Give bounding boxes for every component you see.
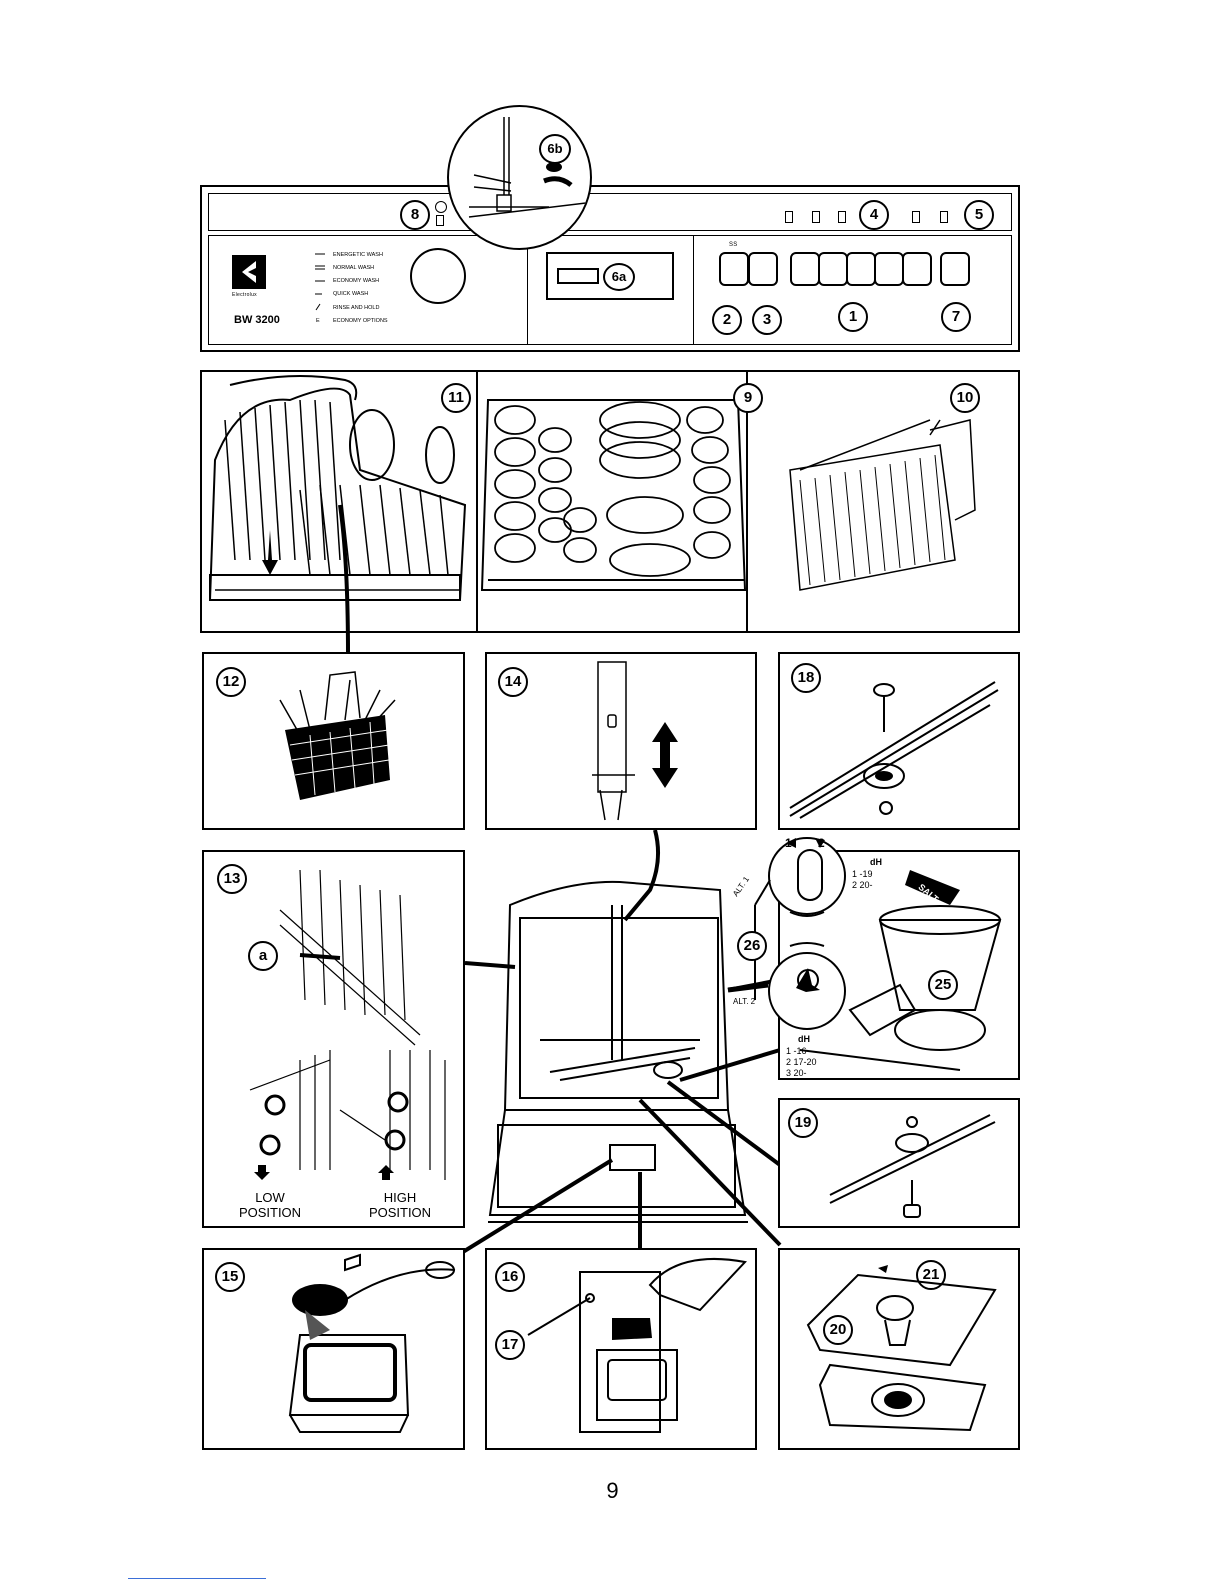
callout-13: 13 <box>217 864 247 894</box>
callout-7: 7 <box>941 302 971 332</box>
electrolux-logo <box>232 255 266 289</box>
callout-1: 1 <box>838 302 868 332</box>
program-item: QUICK WASH <box>333 291 368 297</box>
program-button-rinse-hold[interactable] <box>902 252 932 286</box>
high-position-label: HIGH POSITION <box>362 1190 438 1220</box>
callout-20: 20 <box>823 1315 853 1345</box>
program-item: ECONOMY OPTIONS <box>333 318 388 324</box>
model-name: BW 3200 <box>234 314 280 326</box>
program-item: NORMAL WASH <box>333 265 374 271</box>
callout-10: 10 <box>950 383 980 413</box>
low-position-label: LOW POSITION <box>232 1190 308 1220</box>
button-mark: SS <box>729 242 738 248</box>
footer-rule <box>128 1578 266 1579</box>
program-selector-dial[interactable] <box>410 248 466 304</box>
panel-divider <box>476 372 478 631</box>
dh-row: 2 20- <box>852 880 873 890</box>
door-latch-drawing <box>449 107 592 250</box>
dh-row: 1 -16 <box>786 1046 807 1056</box>
callout-17: 17 <box>495 1330 525 1360</box>
callout-6a: 6a <box>603 263 635 291</box>
indicator-lamp <box>940 211 948 223</box>
callout-14: 14 <box>498 667 528 697</box>
softener-dial-alt1 <box>768 837 846 915</box>
rinse-option-button[interactable] <box>748 252 778 286</box>
dial-mark: 2 <box>818 836 825 850</box>
callout-18: 18 <box>791 663 821 693</box>
alt2-label: ALT. 2 <box>733 997 755 1006</box>
dh-title-alt2: dH <box>798 1034 810 1044</box>
callout-3: 3 <box>752 305 782 335</box>
alt1-label: ALT. 1 <box>731 875 751 898</box>
dh-row: 1 -19 <box>852 869 873 879</box>
dial-mark: 1 <box>785 836 792 850</box>
dh-row: 2 17-20 <box>786 1057 817 1067</box>
program-item: ECONOMY WASH <box>333 278 379 284</box>
callout-26: 26 <box>737 931 767 961</box>
callout-4: 4 <box>859 200 889 230</box>
callout-19: 19 <box>788 1108 818 1138</box>
callout-21: 21 <box>916 1260 946 1290</box>
program-prefix: E <box>316 318 320 324</box>
dh-title-alt1: dH <box>870 857 882 867</box>
indicator-lamp <box>812 211 820 223</box>
callout-2: 2 <box>712 305 742 335</box>
callout-5: 5 <box>964 200 994 230</box>
rack-height-panel <box>202 850 465 1228</box>
indicator-lamp <box>785 211 793 223</box>
callout-11: 11 <box>441 383 471 413</box>
softener-dial-alt2 <box>768 952 846 1030</box>
door-latch-detail-circle: 6b <box>447 105 592 250</box>
brand-name: Electrolux <box>232 292 257 298</box>
callout-6b: 6b <box>539 134 571 164</box>
program-button-normal[interactable] <box>818 252 848 286</box>
salt-option-button[interactable] <box>719 252 749 286</box>
program-item: RINSE AND HOLD <box>333 305 379 311</box>
filter-panel <box>778 1248 1020 1450</box>
racks-panel <box>200 370 1020 633</box>
program-button-quick[interactable] <box>874 252 904 286</box>
callout-12: 12 <box>216 667 246 697</box>
control-panel-top-strip <box>208 193 1012 231</box>
clock-icon <box>435 201 447 213</box>
timer-indicator-lamp <box>436 215 444 226</box>
panel-divider <box>693 235 694 345</box>
rinse-aid-panel <box>485 1248 757 1450</box>
page-number: 9 <box>0 1478 1225 1504</box>
callout-25: 25 <box>928 970 958 1000</box>
panel-divider <box>527 235 528 345</box>
callout-16: 16 <box>495 1262 525 1292</box>
callout-15: 15 <box>215 1262 245 1292</box>
indicator-lamp <box>912 211 920 223</box>
start-button[interactable] <box>940 252 970 286</box>
indicator-lamp <box>838 211 846 223</box>
main-switch[interactable] <box>557 268 599 284</box>
program-button-economy[interactable] <box>846 252 876 286</box>
dh-row: 3 20- <box>786 1068 807 1078</box>
callout-9: 9 <box>733 383 763 413</box>
callout-8: 8 <box>400 200 430 230</box>
callout-a: a <box>248 941 278 971</box>
program-item: ENERGETIC WASH <box>333 252 383 258</box>
program-button-energetic[interactable] <box>790 252 820 286</box>
